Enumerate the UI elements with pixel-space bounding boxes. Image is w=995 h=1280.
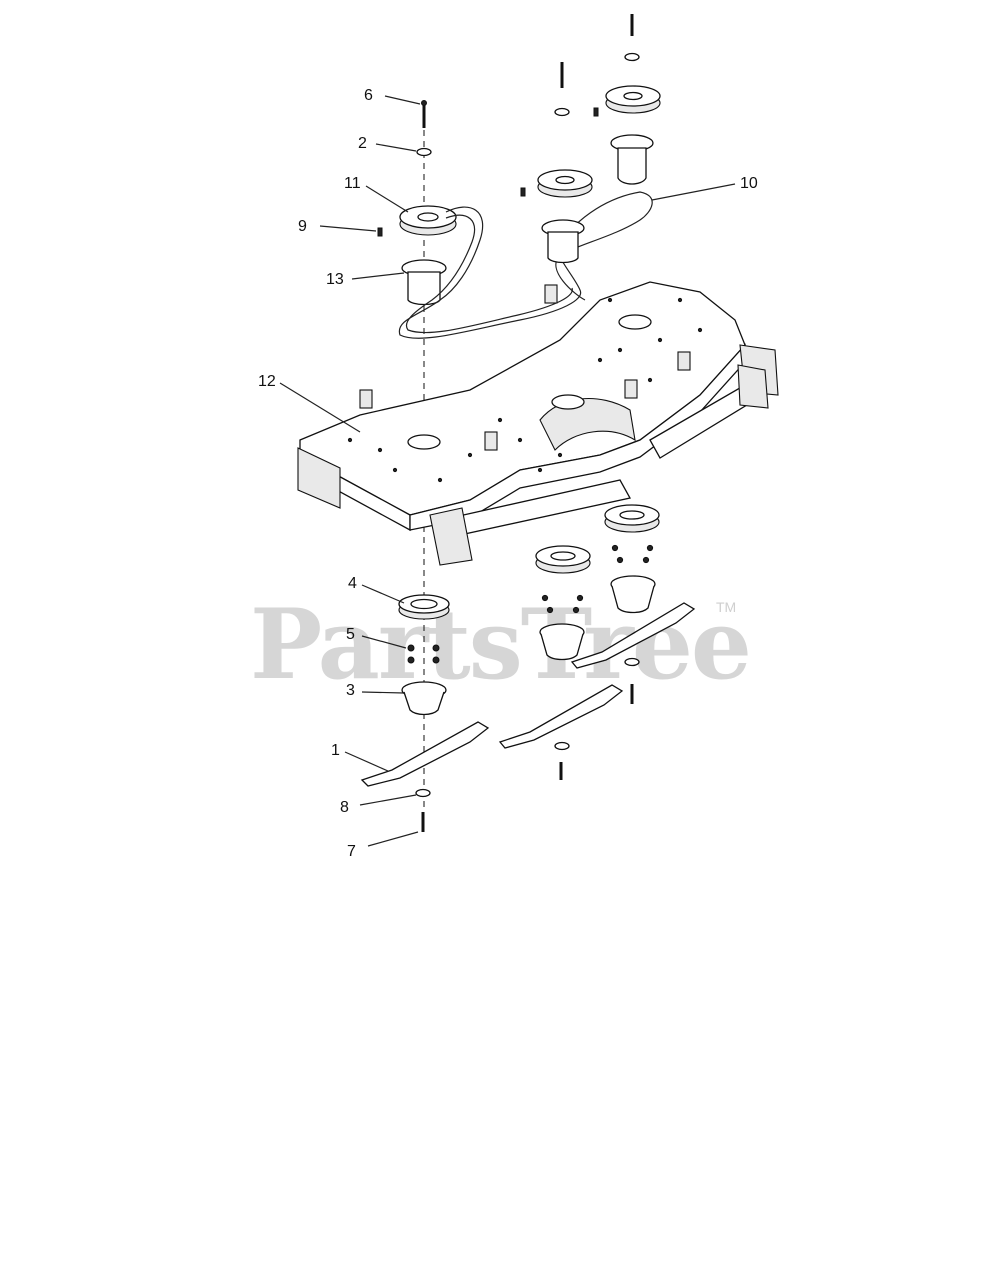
key-center-2 xyxy=(593,107,599,117)
deck-spindle-hole-center xyxy=(551,394,585,410)
blade-washer-right xyxy=(624,657,640,667)
deck-tab xyxy=(484,431,498,451)
leader-lines xyxy=(279,95,736,847)
deck-tab xyxy=(624,379,638,399)
deck-tab xyxy=(544,284,558,304)
deck-spindle-hole-right xyxy=(618,314,652,330)
leader-3 xyxy=(361,691,405,694)
blade-washer xyxy=(415,788,431,798)
center-spindle-top-stack xyxy=(520,62,599,264)
watermark-brand: PartsTree xyxy=(250,588,750,701)
left-spindle-top-stack xyxy=(377,100,457,306)
leader-2 xyxy=(375,143,417,152)
leader-8 xyxy=(359,794,417,806)
spindle-center-body xyxy=(547,231,579,264)
callout-9: 9 xyxy=(298,218,307,235)
leader-12 xyxy=(279,382,361,433)
leader-9 xyxy=(319,225,377,232)
washer-right xyxy=(624,52,640,62)
nuts-right xyxy=(611,544,654,564)
spindle-right-body xyxy=(617,147,647,185)
callout-3: 3 xyxy=(346,682,355,699)
leader-13 xyxy=(351,272,405,280)
left-spindle-bottom-stack xyxy=(360,594,490,832)
deck-left-bracket xyxy=(297,447,341,509)
key-center xyxy=(520,187,526,197)
leader-7 xyxy=(367,831,419,847)
deck-tab xyxy=(359,389,373,409)
callout-11: 11 xyxy=(344,175,361,192)
deck-bracket-front xyxy=(429,507,473,566)
nuts-center xyxy=(541,594,584,614)
leader-5 xyxy=(361,635,407,649)
blade-right xyxy=(570,602,696,669)
spindle-cup-body xyxy=(403,691,445,716)
leader-1 xyxy=(344,751,389,772)
deck-spindle-hole-left xyxy=(407,434,441,450)
callout-5: 5 xyxy=(346,626,355,643)
callout-2: 2 xyxy=(358,135,367,152)
deck-tab xyxy=(677,351,691,371)
spindle-housing-body xyxy=(407,271,441,306)
callout-12: 12 xyxy=(258,373,276,390)
bearing-housing-center-bore xyxy=(550,551,576,561)
washer-top xyxy=(416,147,432,157)
pulley-right-hub xyxy=(623,91,643,101)
pulley-left-hub xyxy=(417,212,439,222)
callout-labels: 6 2 11 9 13 10 12 4 5 3 1 8 7 xyxy=(258,87,758,860)
watermark: PartsTree TM xyxy=(250,588,752,701)
lower-spindle-parts xyxy=(498,504,696,780)
leader-10 xyxy=(651,183,736,201)
blade-washer-center xyxy=(554,741,570,751)
deck-holes xyxy=(347,297,703,483)
leader-4 xyxy=(361,584,405,604)
blade-left xyxy=(360,721,490,787)
mower-deck xyxy=(297,281,779,566)
cup-right-body xyxy=(611,585,655,614)
bearing-housing-bore xyxy=(410,598,438,610)
watermark-trademark: TM xyxy=(716,599,736,615)
nuts xyxy=(407,644,440,664)
key xyxy=(377,227,383,237)
cup-center-body xyxy=(540,633,584,661)
bolt-top-head xyxy=(421,100,427,106)
callout-8: 8 xyxy=(340,799,349,816)
callout-1: 1 xyxy=(331,742,340,759)
leader-6 xyxy=(384,95,421,105)
blade-center xyxy=(498,684,624,749)
right-spindle-top-stack xyxy=(605,14,661,185)
callout-4: 4 xyxy=(348,575,357,592)
deck-bracket-side xyxy=(737,364,769,409)
drive-belt xyxy=(398,191,653,339)
callout-10: 10 xyxy=(740,175,758,192)
pulley-center-hub xyxy=(555,175,575,185)
washer-center xyxy=(554,107,570,117)
callout-6: 6 xyxy=(364,87,373,104)
callout-13: 13 xyxy=(326,271,344,288)
drive-belt-inner xyxy=(405,214,573,334)
bearing-housing-right-bore xyxy=(619,510,645,520)
leader-11 xyxy=(365,185,409,213)
callout-7: 7 xyxy=(347,843,356,860)
